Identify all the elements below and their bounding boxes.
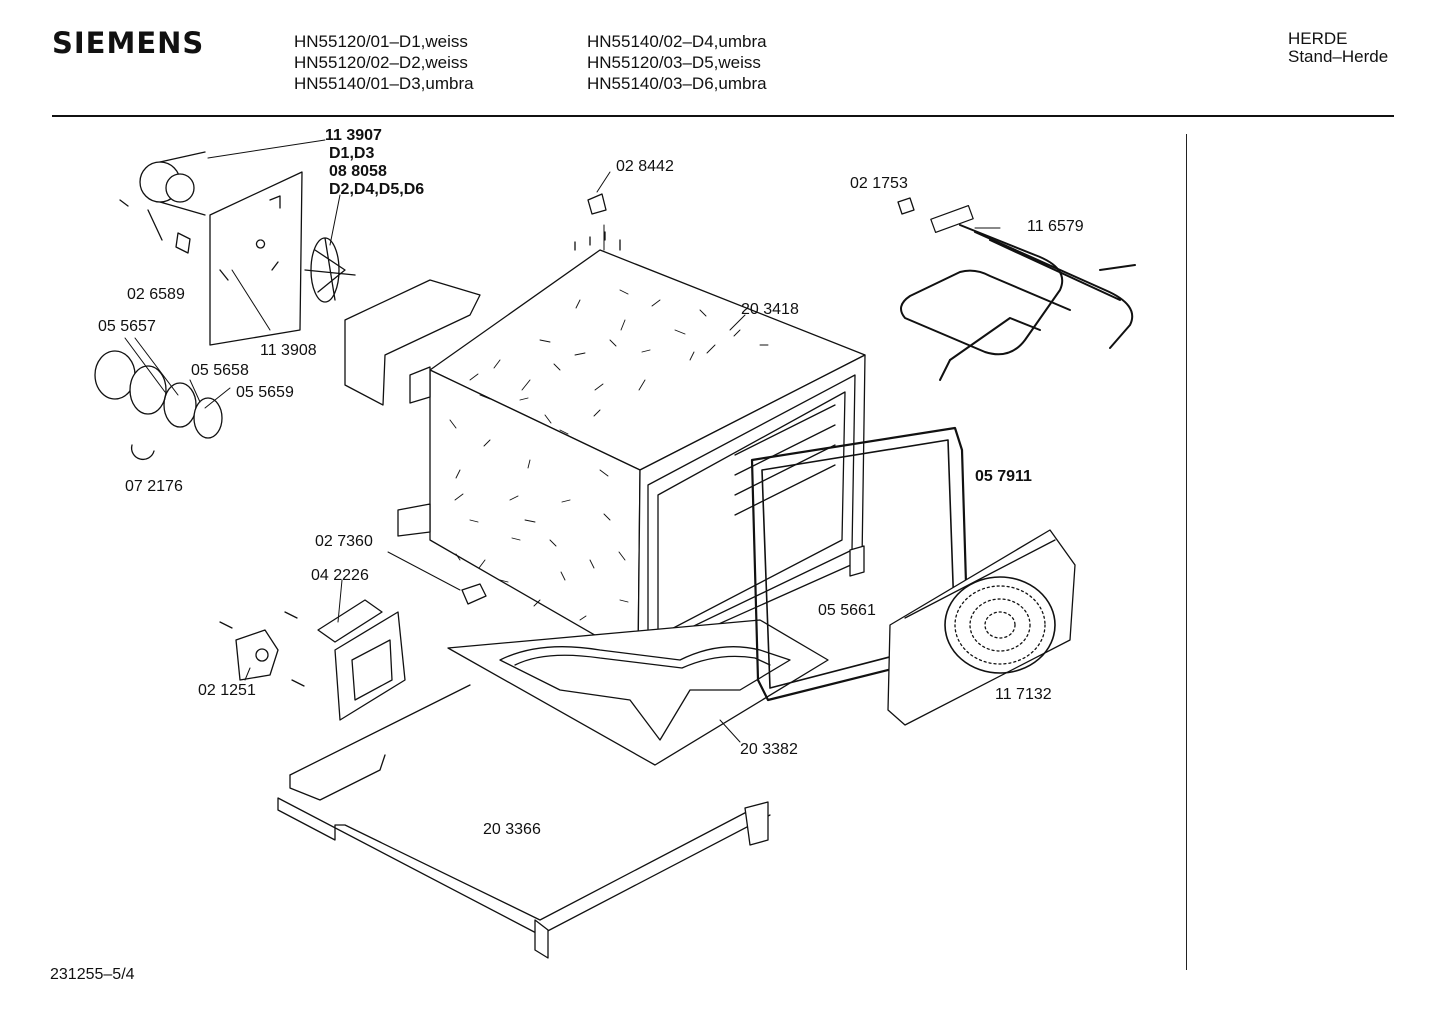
drawing-number: 231255–5/4: [50, 966, 135, 983]
leader-lines: [124, 139, 1001, 743]
part-label: 11 3907: [325, 127, 382, 144]
fan-cover: [887, 529, 1076, 726]
header-divider: [52, 115, 1394, 117]
model-entry: HN55140/02–D4,umbra: [587, 32, 767, 51]
model-entry: HN55140/01–D3,umbra: [294, 74, 474, 93]
model-list-column-2: HN55140/02–D4,umbra HN55120/03–D5,weiss …: [587, 31, 767, 94]
oven-cavity: [397, 231, 866, 661]
part-label: 02 1753: [850, 175, 908, 192]
bottom-heater-plate: [447, 619, 829, 766]
model-entry: HN55140/03–D6,umbra: [587, 74, 767, 93]
part-label: 05 5657: [98, 318, 156, 335]
category-label: HERDE Stand–Herde: [1288, 30, 1388, 66]
side-divider: [1186, 134, 1187, 970]
fan-motor-assembly: [119, 151, 356, 346]
terminal-and-switch: [219, 193, 915, 721]
category-sub: Stand–Herde: [1288, 47, 1389, 66]
part-label: 08 8058: [329, 163, 387, 180]
oven-lamp-parts: [94, 232, 223, 460]
part-label: 11 6579: [1027, 218, 1084, 235]
part-label: 05 5659: [236, 384, 294, 401]
part-label: D2,D4,D5,D6: [329, 181, 424, 198]
part-label: 20 3366: [483, 821, 541, 838]
part-label: D1,D3: [329, 145, 374, 162]
part-label: 20 3418: [741, 301, 799, 318]
model-entry: HN55120/01–D1,weiss: [294, 32, 468, 51]
siemens-logo: SIEMENS: [52, 26, 205, 60]
part-label: 11 3908: [260, 342, 317, 359]
part-label: 07 2176: [125, 478, 183, 495]
part-label: 04 2226: [311, 567, 369, 584]
part-label: 05 5658: [191, 362, 249, 379]
part-label: 02 8442: [616, 158, 674, 175]
part-label: 02 7360: [315, 533, 373, 550]
model-entry: HN55120/03–D5,weiss: [587, 53, 761, 72]
bottom-frame: [277, 684, 771, 959]
model-entry: HN55120/02–D2,weiss: [294, 53, 468, 72]
grill-heating-element: [900, 204, 1136, 381]
part-label: 11 7132: [995, 686, 1052, 703]
part-label: 05 5661: [818, 602, 876, 619]
part-label: 02 6589: [127, 286, 185, 303]
part-label: 05 7911: [975, 468, 1032, 485]
part-label: 02 1251: [198, 682, 256, 699]
model-list-column-1: HN55120/01–D1,weiss HN55120/02–D2,weiss …: [294, 31, 474, 94]
part-label: 20 3382: [740, 741, 798, 758]
part-labels: 11 3907 D1,D3 08 8058 D2,D4,D5,D6 02 658…: [98, 127, 1084, 838]
side-bracket: [344, 279, 481, 406]
category-main: HERDE: [1288, 29, 1348, 48]
